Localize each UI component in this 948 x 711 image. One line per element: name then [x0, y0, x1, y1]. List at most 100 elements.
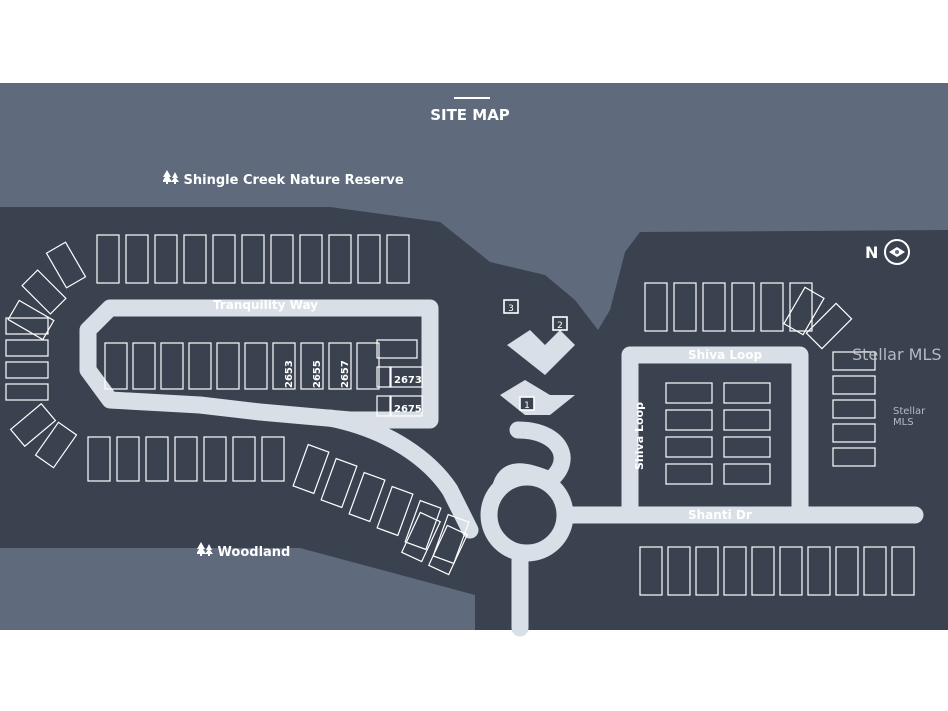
- homesite-lot: [389, 395, 423, 417]
- road-network: [79, 299, 924, 637]
- label-shiva-loop: Shiva Loop: [688, 348, 763, 362]
- homesite-lot: [386, 234, 410, 284]
- homesite-lot: [404, 499, 442, 551]
- north-label: N: [865, 242, 879, 262]
- homesite-lot: [272, 342, 296, 390]
- homesite-lot: [832, 423, 876, 443]
- homesite-lot: [723, 382, 771, 404]
- homesite-lot: [132, 342, 156, 390]
- homesite-lot: [695, 546, 719, 596]
- diagonal-road: [321, 409, 479, 539]
- amenity-buildings: 1 2 3: [500, 299, 575, 415]
- homesite-lot: [731, 282, 755, 332]
- amenity-lawn: [0, 548, 475, 630]
- nature-reserve-label: Shingle Creek Nature Reserve: [162, 170, 404, 188]
- homesite-lot: [270, 234, 294, 284]
- homesite-lot: [34, 421, 78, 469]
- homesite-lot: [673, 282, 697, 332]
- homesite-lot: [300, 342, 324, 390]
- nature-reserve-text: Shingle Creek Nature Reserve: [183, 173, 404, 188]
- homesite-lot: [376, 395, 392, 417]
- homesite-lot: [751, 546, 775, 596]
- title-accent-bar: [454, 97, 490, 99]
- homesite-lot: [160, 342, 184, 390]
- watermark-primary: Stellar MLS: [852, 345, 942, 364]
- homesite-lot: [832, 351, 876, 371]
- homesite-lot: [348, 471, 386, 523]
- homesite-lot: [665, 436, 713, 458]
- homesite-lot: [832, 375, 876, 395]
- shiva-loop-road: [621, 346, 809, 524]
- pavilion-outline: [500, 380, 575, 415]
- homesite-lot: [779, 546, 803, 596]
- amenity-marker-3: 3: [508, 304, 514, 314]
- homesite-lot: [723, 546, 747, 596]
- homesite-lot: [783, 286, 825, 336]
- page-title: SITE MAP: [430, 106, 510, 124]
- roundabout: [480, 468, 574, 562]
- homesite-lot: [832, 447, 876, 467]
- homesite-lot: [104, 342, 128, 390]
- homesite-lot: [5, 317, 49, 335]
- homesite-lot: [723, 436, 771, 458]
- homesite-lot: [723, 463, 771, 485]
- homesite-lot: [389, 366, 423, 388]
- homesite-lot: [188, 342, 212, 390]
- homesite-lot: [96, 234, 120, 284]
- homesite-lot: [5, 361, 49, 379]
- homesite-lot: [427, 524, 469, 576]
- homesite-lot: [400, 511, 442, 563]
- woodland-text: Woodland: [217, 545, 291, 560]
- homesite-lot: [356, 342, 380, 390]
- homesite-lot: [87, 436, 111, 482]
- homesite-lot: [702, 282, 726, 332]
- homesite-lot: [320, 457, 358, 509]
- homesite-lot: [232, 436, 256, 482]
- homesite-lot: [376, 485, 414, 537]
- amenity-marker-box-1: [519, 396, 535, 411]
- homesite-lot: [805, 302, 853, 350]
- amenity-marker-2: 2: [557, 321, 563, 331]
- tranquility-way-road: [79, 299, 439, 429]
- homesite-lot: [665, 409, 713, 431]
- homesite-lot: [203, 436, 227, 482]
- homesite-lot: [807, 546, 831, 596]
- homesite-lot: [723, 409, 771, 431]
- homesite-lot: [154, 234, 178, 284]
- homesite-lot: [760, 282, 784, 332]
- label-tranquility-way: Tranquility Way: [213, 298, 318, 312]
- homesite-lot: [328, 234, 352, 284]
- homesite-lot: [639, 546, 663, 596]
- homesite-lot: [292, 443, 330, 495]
- homesite-lot: [789, 282, 813, 332]
- lot-number-2673: 2673: [394, 375, 422, 386]
- homesite-lot: [116, 436, 140, 482]
- homesite-lot: [145, 436, 169, 482]
- road-labels: Tranquility Way Shiva Loop Shiva Loop Sh…: [213, 298, 763, 522]
- homesite-lot: [357, 234, 381, 284]
- tree-icon: [196, 542, 218, 560]
- amenity-marker-box-2: [552, 316, 568, 331]
- homesite-lot: [5, 383, 49, 401]
- homesite-lot: [183, 234, 207, 284]
- homesite-lot: [174, 436, 198, 482]
- homesite-lot: [665, 382, 713, 404]
- amenity-marker-1: 1: [524, 401, 530, 411]
- homesite-lot: [261, 436, 285, 482]
- compass-icon: [884, 239, 911, 265]
- homesite-lot: [5, 339, 49, 357]
- tree-icon: [162, 170, 184, 188]
- homesite-lot: [667, 546, 691, 596]
- homesite-lot: [832, 399, 876, 419]
- homesite-lot: [644, 282, 668, 332]
- homesite-lot: [376, 339, 418, 359]
- clubhouse-outline: [507, 330, 575, 375]
- lot-number-2655: 2655: [312, 360, 323, 388]
- homesite-lot: [45, 241, 87, 289]
- homesite-lot: [376, 366, 392, 388]
- homesite-lot: [432, 513, 470, 565]
- watermark-secondary: Stellar MLS: [893, 406, 926, 428]
- lot-number-2653: 2653: [284, 360, 295, 388]
- woodland-label: Woodland: [196, 542, 291, 560]
